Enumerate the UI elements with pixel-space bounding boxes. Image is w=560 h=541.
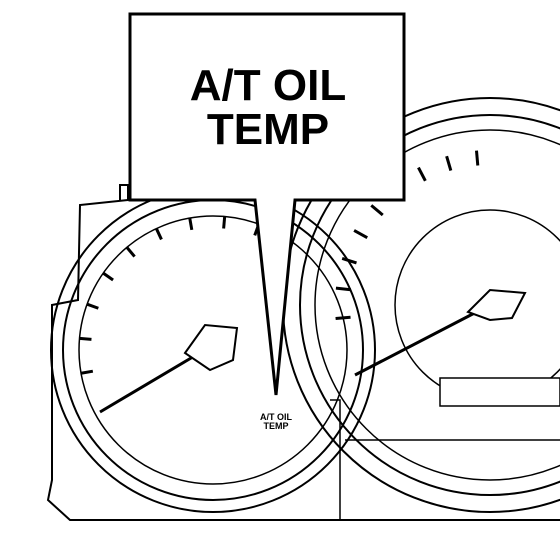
odometer-display: [439, 377, 560, 407]
at-oil-temp-indicator: A/T OIL TEMP: [260, 412, 292, 431]
right-gauge-tick: [341, 256, 357, 265]
left-gauge-tick: [102, 271, 114, 282]
cluster-housing: [46, 184, 560, 521]
right-gauge-hub: [466, 288, 527, 322]
left-gauge-tick: [222, 216, 227, 229]
callout-title-line1: A/T OIL: [190, 61, 346, 110]
right-gauge-tick: [445, 155, 453, 172]
left-gauge: [50, 187, 376, 513]
callout-title-line2: TEMP: [207, 105, 329, 154]
left-gauge-tick: [79, 336, 92, 341]
left-gauge-tick: [80, 369, 94, 375]
callout-box: A/T OIL TEMP: [128, 12, 406, 396]
left-gauge-ticks: [79, 216, 261, 375]
right-gauge: [282, 97, 560, 513]
callout-frame: [128, 12, 406, 396]
left-gauge-tick: [125, 246, 136, 258]
right-gauge-tick: [417, 166, 427, 182]
indicator-label-line2: TEMP: [263, 421, 288, 431]
right-gauge-tick: [353, 229, 368, 239]
left-gauge-tick: [155, 227, 163, 241]
left-gauge-tick: [86, 302, 99, 310]
right-gauge-tick: [474, 150, 480, 166]
left-gauge-tick: [188, 217, 194, 231]
right-gauge-tick: [370, 204, 384, 217]
left-gauge-hub: [183, 323, 239, 372]
right-gauge-tick: [335, 286, 351, 292]
indicator-label-line1: A/T OIL: [260, 412, 292, 422]
right-gauge-needle: [354, 303, 491, 377]
